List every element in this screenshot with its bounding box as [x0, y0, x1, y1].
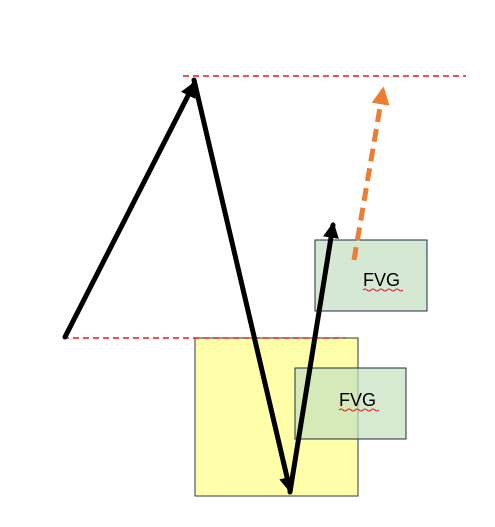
projection-arrow	[351, 86, 390, 261]
impulse-up-arrow	[62, 81, 197, 340]
fvg-upper-label: FVG	[363, 270, 400, 290]
fvg-lower-spellcheck-underline	[338, 408, 380, 412]
fvg-upper-spellcheck-underline	[362, 288, 404, 292]
fvg-lower-label: FVG	[339, 390, 376, 410]
decline-line	[191, 77, 295, 494]
recovery-up-arrow	[287, 221, 339, 495]
fvg-upper-box	[314, 239, 428, 312]
fvg-lower-box	[294, 367, 407, 440]
